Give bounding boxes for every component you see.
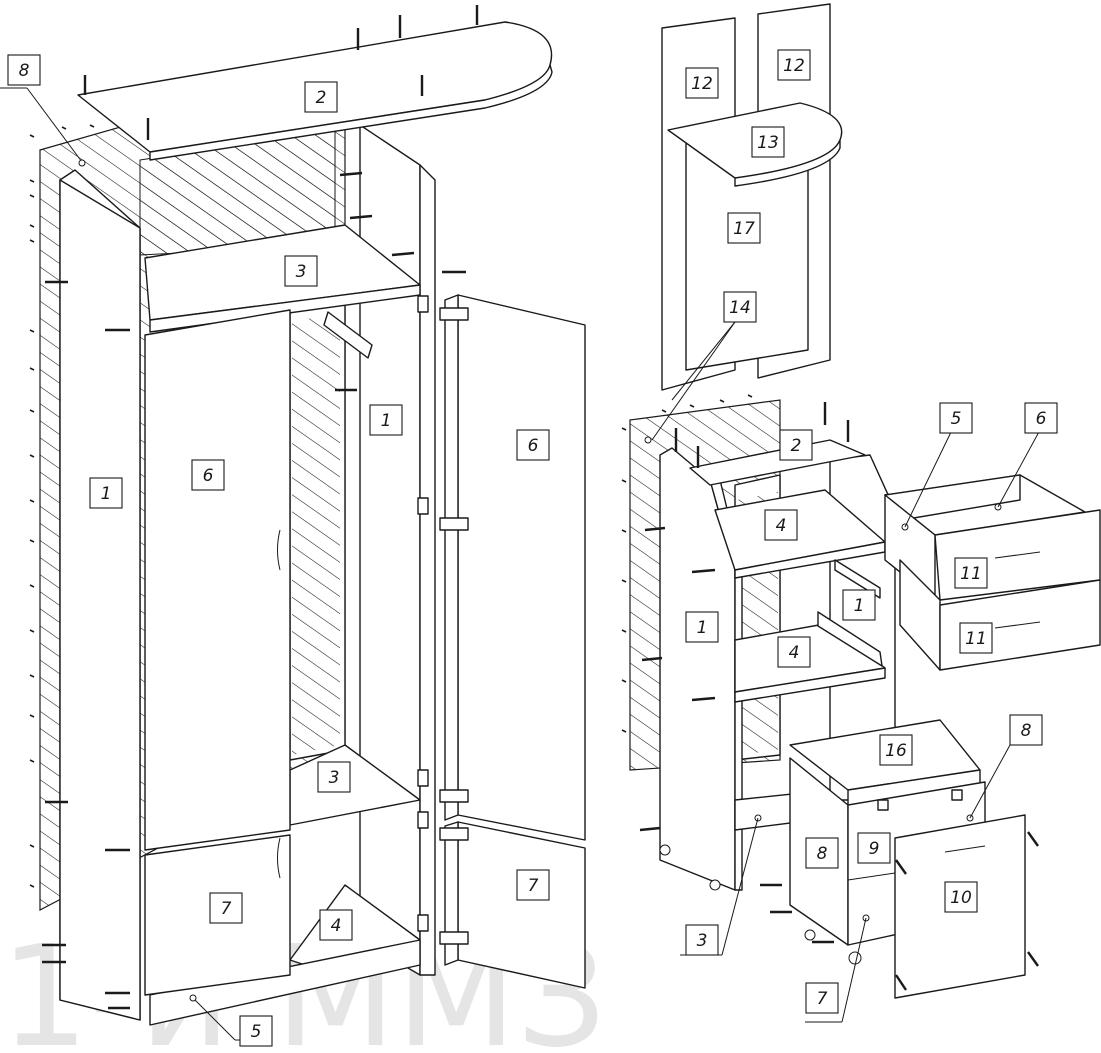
label-unit-2: 2 — [791, 436, 802, 456]
handle-upper — [277, 529, 281, 571]
label-unit-1-a: 1 — [854, 596, 865, 616]
label-unit-4-a: 4 — [776, 516, 787, 536]
label-drawer-6: 6 — [1036, 409, 1047, 429]
label-13: 13 — [757, 133, 779, 153]
label-unit-1-b: 1 — [697, 618, 708, 638]
unit-screws — [639, 402, 850, 944]
label-pedestal-8-a: 8 — [1021, 721, 1032, 741]
inner-hatch — [292, 316, 340, 755]
label-drawer-11-a: 11 — [960, 564, 982, 584]
mirror-shelf-edge — [734, 139, 841, 187]
label-unit-4-b: 4 — [789, 643, 800, 663]
top-panel-edge — [149, 64, 553, 161]
drawer-box-assembly: 5 6 11 11 — [884, 402, 1101, 671]
label-8: 8 — [19, 61, 30, 81]
label-17: 17 — [733, 219, 755, 239]
label-1-right: 1 — [381, 411, 392, 431]
wardrobe-assembly: 8 2 3 1 6 1 6 3 7 4 7 5 — [0, 5, 586, 1047]
back-panel-nails — [29, 124, 95, 888]
right-door-upper-edge — [444, 294, 459, 821]
label-1-left: 1 — [101, 484, 112, 504]
handle-lower — [277, 837, 281, 879]
right-door-lower — [457, 821, 586, 989]
right-door-lower-edge — [444, 821, 459, 966]
label-6-right: 6 — [528, 436, 539, 456]
label-pedestal-16: 16 — [885, 741, 907, 761]
label-pedestal-10: 10 — [950, 888, 972, 908]
label-5: 5 — [251, 1022, 262, 1042]
label-pedestal-9: 9 — [869, 839, 880, 859]
mirror-assembly: 12 12 13 17 14 — [661, 3, 843, 401]
pedestal-assembly: 16 8 8 9 10 7 — [789, 714, 1043, 1023]
left-door-upper — [144, 309, 291, 851]
screws — [42, 5, 479, 1010]
label-drawer-5: 5 — [951, 409, 962, 429]
drawer-handle-1 — [994, 551, 1041, 559]
label-unit-3: 3 — [697, 931, 708, 951]
rail-bracket — [323, 311, 373, 359]
shelf-upper-edge — [149, 284, 421, 333]
drawer-handle-2 — [994, 621, 1041, 629]
label-2: 2 — [316, 88, 327, 108]
hinges — [417, 295, 469, 945]
label-drawer-11-b: 11 — [965, 629, 987, 649]
label-pedestal-7: 7 — [817, 989, 828, 1009]
label-12-b: 12 — [783, 56, 805, 76]
unit-shelf-b-edge — [734, 667, 886, 703]
left-side-edge — [59, 179, 141, 1021]
label-3-top: 3 — [296, 262, 307, 282]
runner-a — [834, 559, 881, 599]
label-3-bottom: 3 — [329, 768, 340, 788]
right-side-edge — [419, 164, 436, 976]
shelf-unit-assembly: 2 4 1 1 4 3 — [621, 321, 896, 956]
pedestal-screws — [895, 831, 1039, 991]
label-pedestal-8-b: 8 — [817, 844, 828, 864]
label-7-right: 7 — [528, 876, 539, 896]
label-6-left: 6 — [203, 466, 214, 486]
pedestal-door-handle — [944, 845, 986, 853]
right-door-upper — [457, 294, 586, 841]
label-4: 4 — [331, 916, 342, 936]
label-12-a: 12 — [691, 74, 713, 94]
label-14: 14 — [729, 298, 751, 318]
base-plinth — [149, 939, 421, 1026]
label-7-left: 7 — [221, 899, 232, 919]
labels-left: 8 2 3 1 6 1 6 3 7 4 7 5 — [7, 54, 550, 1047]
runner-b — [817, 611, 883, 667]
unit-back-nails — [621, 394, 753, 733]
